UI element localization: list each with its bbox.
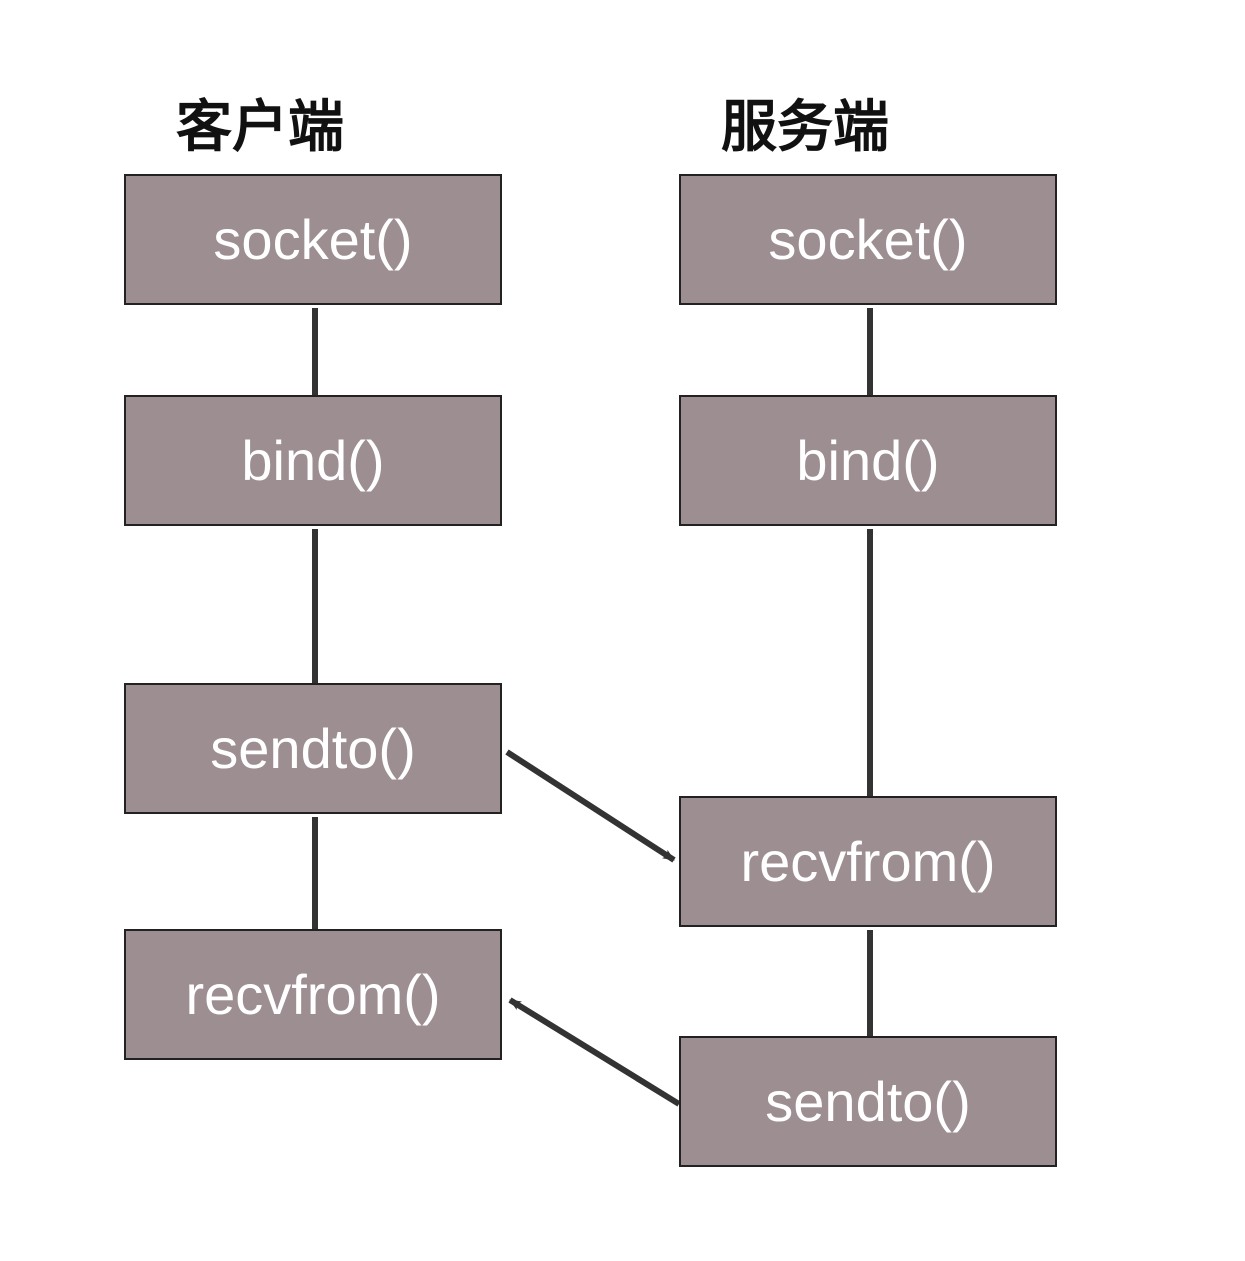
server-to-client-arrow xyxy=(508,997,681,1107)
server-heading: 服务端 xyxy=(721,95,889,160)
server-bind-node: bind() xyxy=(679,395,1057,526)
server-sendto-node: sendto() xyxy=(679,1036,1057,1167)
client-to-server-arrow xyxy=(505,749,676,863)
client-bind-node: bind() xyxy=(124,395,502,526)
server-recvfrom-node: recvfrom() xyxy=(679,796,1057,927)
client-recvfrom-node: recvfrom() xyxy=(124,929,502,1060)
server-socket-node: socket() xyxy=(679,174,1057,305)
client-socket-node: socket() xyxy=(124,174,502,305)
client-heading: 客户端 xyxy=(176,95,344,160)
client-sendto-node: sendto() xyxy=(124,683,502,814)
